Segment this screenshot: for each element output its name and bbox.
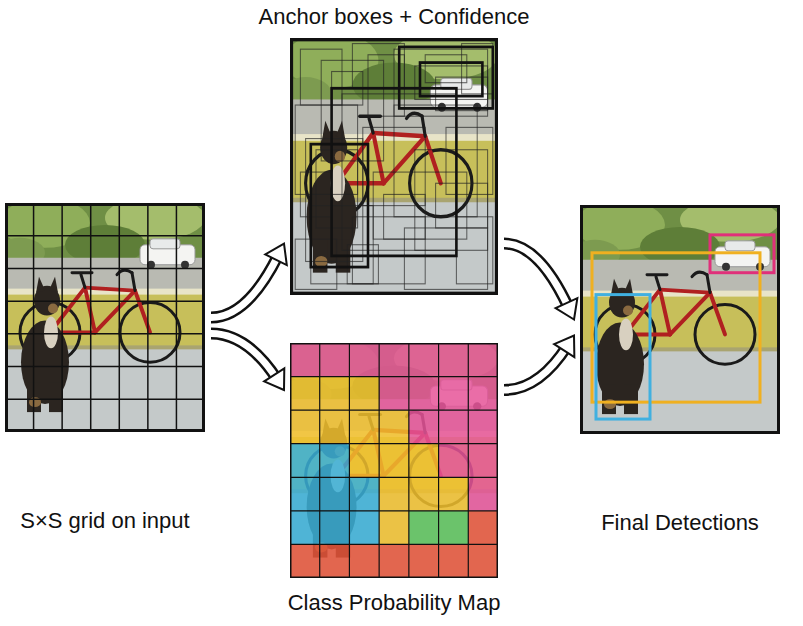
grid-lines <box>5 203 205 432</box>
flow-arrow <box>211 244 287 318</box>
flow-arrow <box>211 334 284 390</box>
dog-box <box>596 295 650 419</box>
panel-border <box>7 204 204 430</box>
grid-lines <box>290 343 498 578</box>
photo <box>570 198 780 434</box>
confident-boxes <box>311 47 493 267</box>
arrow-outline <box>504 346 568 390</box>
arrow-head <box>554 336 574 358</box>
arrow-fill <box>504 346 568 390</box>
panel-caption: Final Detections <box>601 510 759 536</box>
arrow-fill <box>504 244 569 309</box>
grid-photo <box>0 196 205 432</box>
detections-photo <box>570 198 780 434</box>
photo <box>0 196 205 432</box>
arrow-outline <box>211 254 279 317</box>
arrow-head <box>556 298 578 319</box>
class-cells <box>290 343 498 578</box>
panel-border <box>582 206 779 432</box>
arrow-fill <box>211 334 277 380</box>
panel-border <box>290 343 498 578</box>
bicycle-box <box>592 253 760 402</box>
image-panel: Anchor boxes + Confidence <box>290 38 498 295</box>
arrow-outline <box>504 244 569 309</box>
image-panel: Final Detections <box>580 205 780 434</box>
panel-caption: S×S grid on input <box>20 508 189 534</box>
flow-arrow <box>504 244 577 320</box>
anchor-photo <box>280 30 498 295</box>
image-panel: Class Probability Map <box>290 343 498 578</box>
panel-caption: Class Probability Map <box>288 590 501 616</box>
anchor-boxes <box>295 44 493 290</box>
arrow-outline <box>211 334 277 380</box>
panel-caption: Anchor boxes + Confidence <box>259 4 530 30</box>
photo <box>280 336 498 578</box>
arrow-fill <box>211 254 279 317</box>
photo <box>280 30 498 295</box>
arrow-head <box>265 244 287 265</box>
panel-border <box>292 40 497 294</box>
class-map <box>280 336 498 578</box>
flow-arrow <box>504 336 574 390</box>
image-panel: S×S grid on input <box>5 203 205 432</box>
arrow-head <box>264 368 284 390</box>
